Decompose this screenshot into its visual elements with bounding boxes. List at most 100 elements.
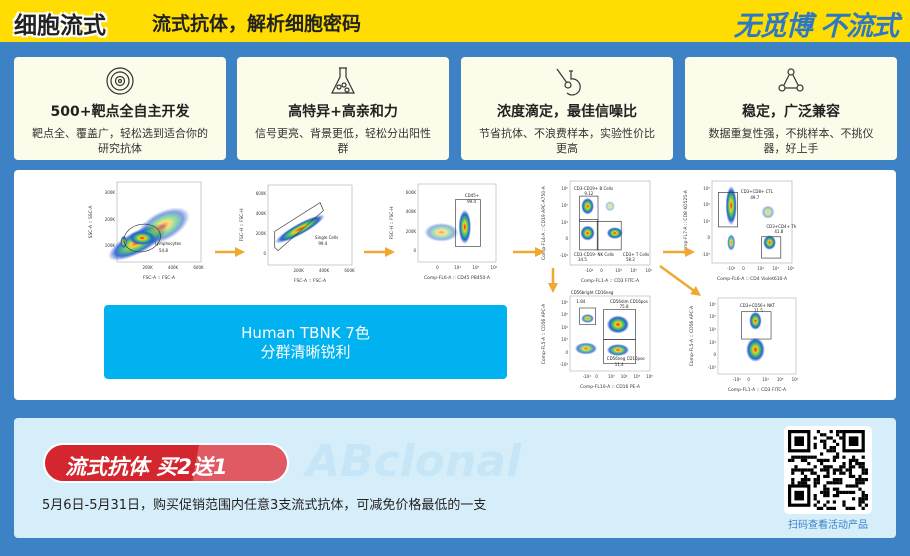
- density-cloud: [458, 209, 472, 245]
- feature-card: 500+靶点全自主开发靶点全、覆盖广，轻松选到适合你的研究抗体: [14, 57, 226, 160]
- slogan: 无觅博 不流式: [733, 11, 899, 42]
- feature-title: 500+靶点全自主开发: [50, 104, 190, 120]
- gate-label: Lymphocytes: [154, 241, 182, 247]
- y-tick-label: 10⁶: [709, 301, 716, 307]
- density-cloud: [763, 235, 776, 250]
- gate-value: 49.7: [750, 194, 760, 200]
- x-tick-label: 0: [747, 377, 750, 382]
- gate[interactable]: [579, 219, 599, 251]
- x-tick-label: 10⁵: [472, 265, 480, 270]
- x-tick-label: -10⁴: [582, 374, 591, 379]
- header-bar: 细胞流式 流式抗体，解析细胞密码 无觅博 不流式: [0, 0, 910, 42]
- y-tick-label: -10³: [701, 251, 710, 257]
- y-tick-label: 200K: [104, 216, 115, 222]
- x-tick-label: 10⁴: [757, 266, 764, 271]
- brand-title: 细胞流式: [14, 13, 106, 39]
- density-cloud: [727, 234, 736, 251]
- x-tick-label: 10⁶: [787, 266, 795, 271]
- gate-label: Single Cells: [315, 234, 339, 240]
- y-tick-label: 0: [565, 236, 568, 242]
- cell-icon: [106, 67, 134, 95]
- gate[interactable]: [596, 220, 622, 251]
- x-tick-label: 10⁶: [646, 374, 653, 379]
- y-tick-label: 10³: [709, 339, 716, 345]
- gate[interactable]: [718, 192, 738, 228]
- gate[interactable]: [121, 220, 164, 255]
- y-tick-label: -10³: [559, 362, 568, 368]
- density-cloud: [605, 201, 615, 212]
- x-axis-label: FSC-A :: FSC-A: [142, 276, 176, 281]
- y-tick-label: 200K: [255, 231, 266, 236]
- feature-card: 高特异+高亲和力信号更亮、背景更低，轻松分出阳性群: [237, 57, 449, 160]
- promo-badge: 流式抗体 买2送1: [43, 443, 289, 483]
- gate-label: CD56dim CD16pos: [610, 299, 648, 304]
- y-tick-label: 10⁶: [561, 299, 568, 305]
- y-tick-label: 200K: [405, 228, 416, 234]
- gate-value: 41.8: [774, 228, 784, 234]
- abclonal-watermark: ABclonal: [306, 436, 522, 487]
- y-tick-label: 10⁵: [561, 202, 568, 208]
- feature-title: 稳定，广泛兼容: [742, 104, 840, 120]
- x-tick-label: 10⁵: [776, 377, 784, 382]
- plot-frame: [569, 180, 651, 266]
- gate[interactable]: [603, 339, 636, 364]
- x-tick-label: -10⁴: [585, 268, 594, 273]
- tbnk-label-box: Human TBNK 7色 分群清晰锐利: [104, 305, 507, 379]
- feature-desc: 节省抗体、不浪费样本，实验性价比更高: [479, 127, 655, 155]
- x-tick-label: 10³: [608, 374, 615, 379]
- y-tick-label: 10⁴: [561, 219, 568, 225]
- density-cloud: [581, 197, 594, 215]
- gate-label: CD56bright CD16neg: [570, 290, 614, 295]
- gate-value: 34.5: [578, 257, 587, 263]
- promo-panel: ABclonal 流式抗体 买2送1 5月6日-5月31日，购买促销范围内任意3…: [14, 418, 896, 538]
- feature-desc: 靶点全、覆盖广，轻松选到适合你的研究抗体: [32, 127, 208, 155]
- gate-label: CD3+CD8+ CTL: [740, 189, 774, 195]
- y-tick-label: 400K: [255, 211, 266, 216]
- y-tick-label: 10⁵: [561, 312, 568, 318]
- density-cloud: [580, 225, 595, 241]
- gate[interactable]: [579, 307, 596, 325]
- density-cloud: [275, 214, 325, 244]
- x-axis-label: Comp-FL1-A :: CD3 FITC-A: [727, 388, 787, 393]
- qr-label: 扫码查看活动产品: [788, 520, 868, 531]
- y-tick-label: 0: [707, 235, 710, 241]
- x-tick-label: 10⁴: [615, 268, 622, 273]
- gate-label: CD3+ T Cells: [622, 251, 650, 257]
- gate[interactable]: [455, 199, 481, 247]
- y-tick-label: 100K: [104, 243, 115, 249]
- x-tick-label: 10⁶: [645, 268, 653, 273]
- density-cloud: [746, 337, 765, 362]
- x-tick-label: 400K: [167, 265, 179, 270]
- gate-label: CD3+CD56+ NKT: [739, 302, 775, 308]
- x-tick-label: 10⁴: [454, 265, 461, 270]
- gate[interactable]: [741, 311, 772, 340]
- y-tick-label: 10⁴: [561, 324, 568, 330]
- density-cloud: [606, 227, 623, 239]
- qr-code[interactable]: [784, 426, 872, 514]
- gate[interactable]: [274, 202, 324, 252]
- x-tick-label: 200K: [142, 265, 153, 270]
- density-cloud: [128, 230, 156, 246]
- x-tick-label: 0: [595, 374, 598, 379]
- gate-label: CD3-CD19+ B Cells: [574, 186, 614, 192]
- plot-frame: [569, 295, 651, 372]
- gate-label: CD3+CD4+ Th: [766, 223, 797, 229]
- feature-desc: 信号更亮、背景更低，轻松分出阳性群: [255, 127, 431, 155]
- y-tick-label: 10³: [561, 337, 568, 343]
- y-tick-label: 600K: [255, 191, 266, 196]
- gate-value: 75.8: [619, 304, 629, 310]
- gate[interactable]: [579, 195, 599, 222]
- x-tick-label: -10⁴: [732, 377, 741, 382]
- y-tick-label: 10⁵: [703, 185, 710, 191]
- y-tick-label: 10⁴: [703, 202, 710, 208]
- y-tick-label: 400K: [405, 209, 416, 215]
- y-tick-label: -10³: [707, 365, 716, 371]
- gate[interactable]: [761, 236, 782, 259]
- y-tick-label: 0: [565, 349, 568, 355]
- x-tick-label: 600K: [344, 268, 355, 273]
- y-tick-label: 10⁴: [709, 327, 716, 333]
